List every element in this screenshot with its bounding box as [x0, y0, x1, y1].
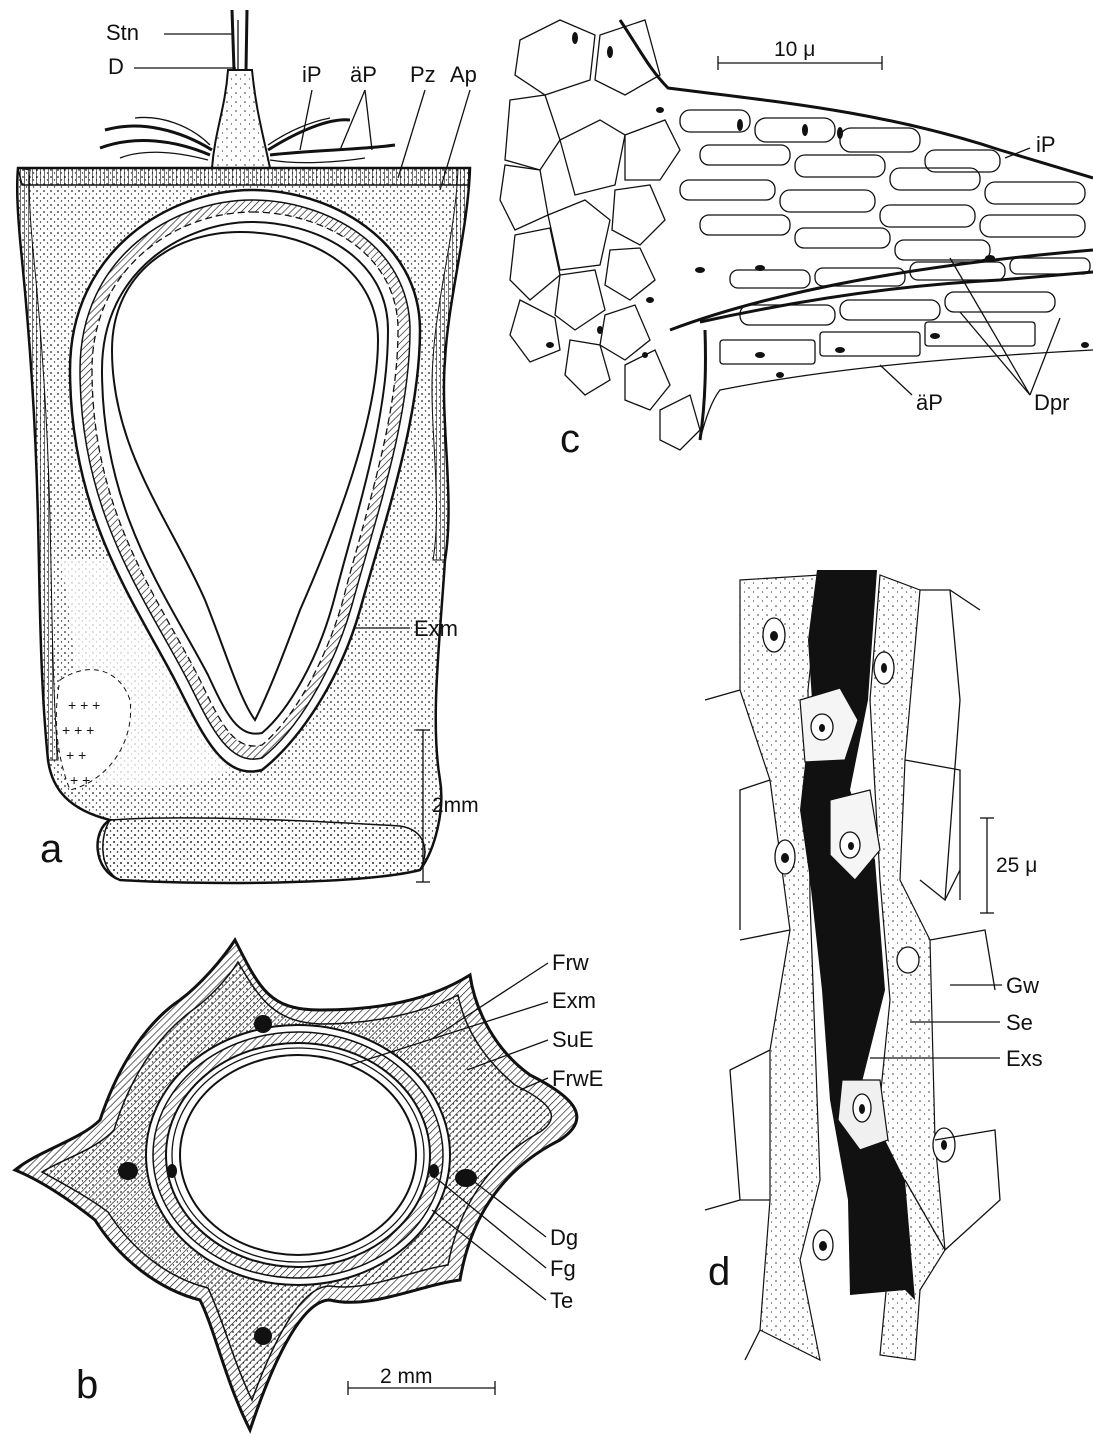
svg-text:+ +: + + — [66, 747, 86, 763]
label-ap-uml: äP — [350, 62, 377, 87]
label-dpr: Dpr — [1034, 390, 1069, 415]
panel-letter-d: d — [708, 1250, 730, 1294]
label-exs: Exs — [1006, 1046, 1043, 1071]
label-stn: Stn — [106, 20, 139, 45]
scale-label-c: 10 μ — [774, 38, 815, 61]
scale-label-b: 2 mm — [380, 1365, 433, 1388]
panel-c-drawing — [500, 20, 1093, 450]
leader-ip — [300, 90, 312, 150]
svg-text:+ +: + + — [70, 772, 90, 788]
leader-ap-uml-c — [880, 365, 912, 395]
leader-ap-uml-2 — [365, 90, 372, 150]
leader-dpr-2 — [960, 312, 1030, 395]
panel-a-drawing: + + + + + + + + + + — [17, 10, 470, 883]
label-sue: SuE — [552, 1027, 594, 1052]
label-d: D — [108, 54, 124, 79]
label-ip-c: iP — [1036, 132, 1056, 157]
panel-letter-b: b — [76, 1363, 98, 1407]
label-ip: iP — [302, 62, 322, 87]
panel-d-drawing — [705, 570, 1002, 1360]
panel-letter-a: a — [40, 827, 63, 871]
scale-label-d: 25 μ — [996, 854, 1037, 877]
label-se: Se — [1006, 1010, 1033, 1035]
label-fg: Fg — [550, 1256, 576, 1281]
label-frwe: FrwE — [552, 1066, 603, 1091]
scale-label-a: 2mm — [432, 794, 479, 817]
label-dg: Dg — [550, 1225, 578, 1250]
label-exm-b: Exm — [552, 988, 596, 1013]
label-ap-uml-c: äP — [916, 390, 943, 415]
label-gw: Gw — [1006, 973, 1039, 998]
label-frw: Frw — [552, 950, 589, 975]
label-pz: Pz — [410, 62, 436, 87]
panel-b-drawing — [15, 940, 577, 1430]
panel-letter-c: c — [560, 417, 580, 461]
label-ap: Ap — [450, 62, 477, 87]
label-exm: Exm — [414, 616, 458, 641]
svg-text:+ + +: + + + — [62, 722, 94, 738]
label-te: Te — [550, 1288, 573, 1313]
leader-pz — [398, 90, 425, 178]
svg-text:+ + +: + + + — [68, 697, 100, 713]
